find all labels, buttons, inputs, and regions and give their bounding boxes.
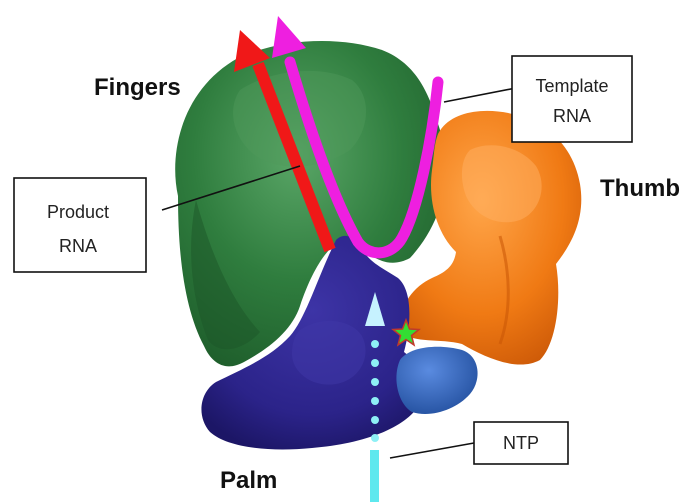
product-rna-callout: Product RNA xyxy=(14,178,146,272)
template-rna-leader xyxy=(444,88,516,102)
ntp-dot xyxy=(371,397,379,405)
template-rna-label-line1: Template xyxy=(535,76,608,96)
template-rna-callout: Template RNA xyxy=(512,56,632,142)
product-rna-label-line1: Product xyxy=(47,202,109,222)
ntp-leader xyxy=(390,443,474,458)
ntp-dot xyxy=(371,416,379,424)
fingers-label: Fingers xyxy=(94,74,181,101)
palm-label: Palm xyxy=(220,467,277,494)
product-rna-label-line2: RNA xyxy=(59,236,97,256)
ntp-callout: NTP xyxy=(474,422,568,464)
ntp-label: NTP xyxy=(503,433,539,453)
ntp-dot xyxy=(371,340,379,348)
product-rna-box xyxy=(14,178,146,272)
thumb-label: Thumb xyxy=(600,175,680,202)
ntp-dot xyxy=(371,359,379,367)
blue-domain xyxy=(396,347,477,414)
palm-highlight xyxy=(292,321,366,385)
template-rna-box xyxy=(512,56,632,142)
ntp-dot xyxy=(371,434,379,442)
template-rna-label-line2: RNA xyxy=(553,106,591,126)
ntp-dot xyxy=(371,378,379,386)
ntp-channel-stub xyxy=(370,450,379,502)
